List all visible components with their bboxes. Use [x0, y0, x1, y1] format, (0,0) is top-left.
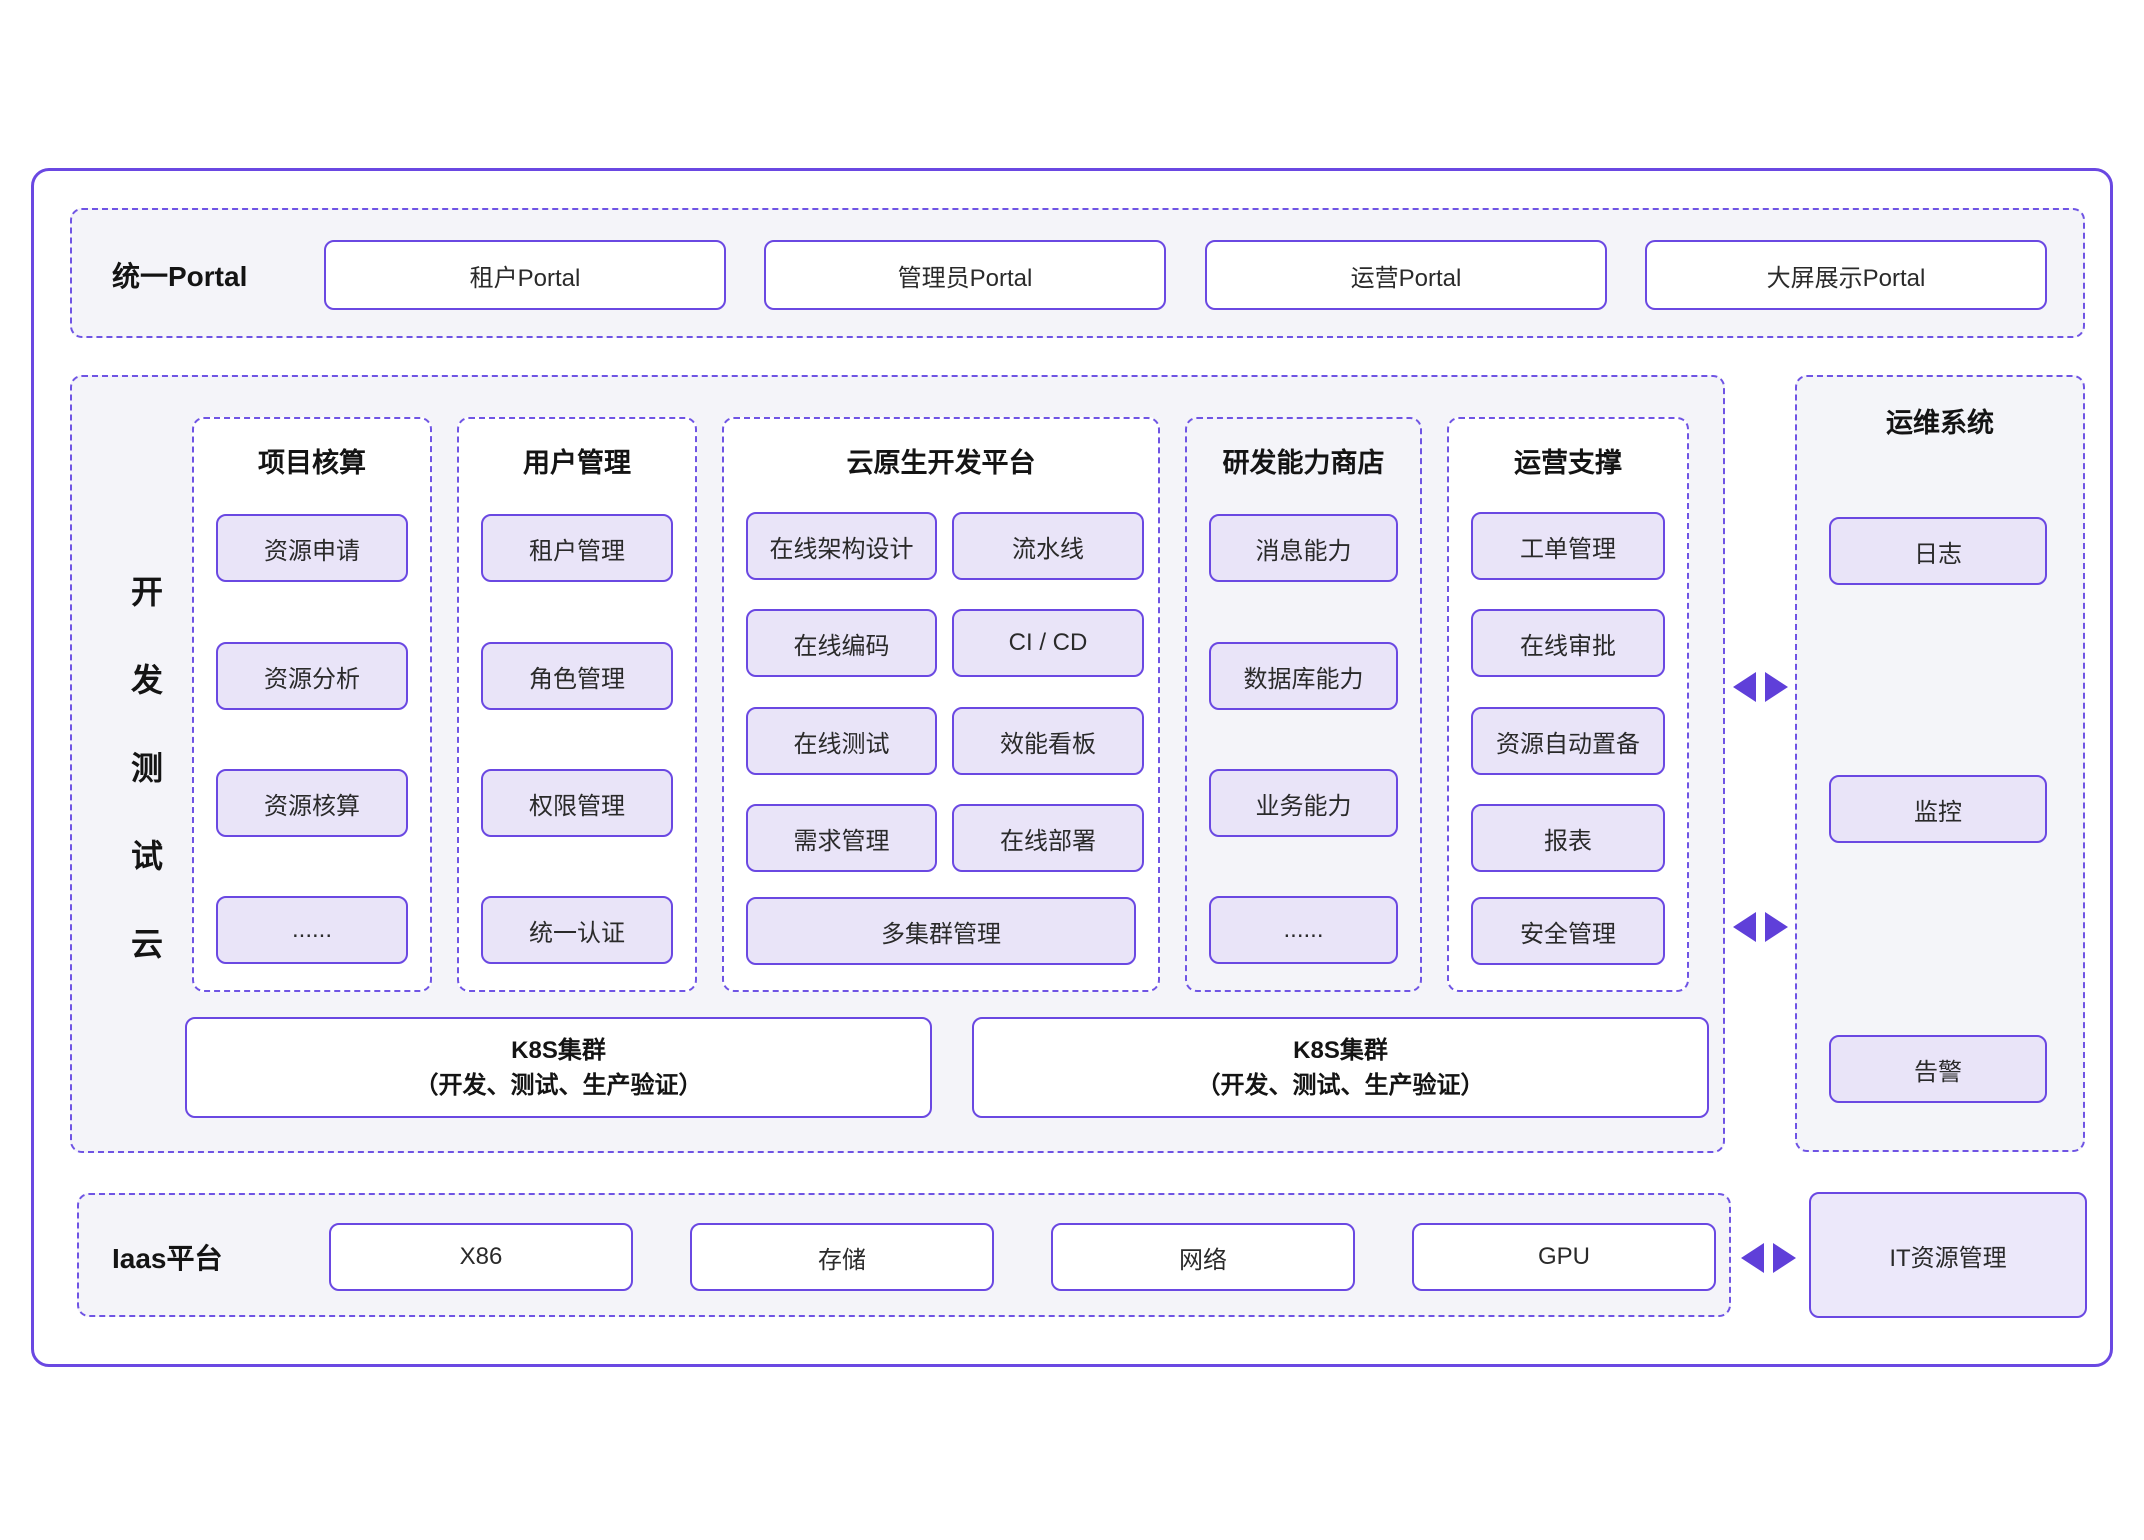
portal-section-label: 统一Portal	[112, 261, 248, 292]
item-box: 多集群管理	[746, 897, 1136, 965]
bidirectional-arrow-icon	[1741, 1243, 1796, 1273]
portal-box-admin: 管理员Portal	[764, 240, 1166, 310]
it-resource-mgmt-box: IT资源管理	[1809, 1192, 2087, 1318]
portal-box-bigscreen: 大屏展示Portal	[1645, 240, 2047, 310]
item-box: 在线测试	[746, 707, 937, 775]
column-title: 云原生开发平台	[846, 448, 1036, 478]
portal-box-tenant: 租户Portal	[324, 240, 726, 310]
left-triangle-icon	[1733, 912, 1756, 942]
item-box: 需求管理	[746, 804, 937, 872]
label-char: 试	[130, 838, 163, 874]
ops-item-alert: 告警	[1829, 1035, 2047, 1103]
portal-section: 统一Portal 租户Portal 管理员Portal 运营Portal 大屏展…	[70, 208, 2085, 338]
k8s-cluster-title: K8S集群	[511, 1036, 606, 1064]
item-box: 安全管理	[1471, 897, 1665, 965]
k8s-cluster-box: K8S集群 （开发、测试、生产验证）	[185, 1017, 932, 1118]
bidirectional-arrow-icon	[1733, 912, 1788, 942]
item-box: 权限管理	[481, 769, 673, 837]
k8s-cluster-subtitle: （开发、测试、生产验证）	[414, 1071, 703, 1099]
column-user-management: 用户管理 租户管理 角色管理 权限管理 统一认证	[457, 417, 697, 992]
right-triangle-icon	[1773, 1243, 1796, 1273]
k8s-cluster-title: K8S集群	[1293, 1036, 1388, 1064]
column-cloud-native-platform: 云原生开发平台 在线架构设计 流水线 在线编码 CI / CD 在线测试 效能看…	[722, 417, 1160, 992]
item-box: 在线编码	[746, 609, 937, 677]
label-char: 开	[130, 574, 163, 610]
iaas-box-x86: X86	[329, 1223, 633, 1291]
item-box: 资源申请	[216, 514, 408, 582]
dev-test-cloud-section: 开 发 测 试 云 项目核算 资源申请 资源分析 资源核算 ...... 用户管…	[70, 375, 1725, 1153]
ops-system-panel: 运维系统 日志 监控 告警	[1795, 375, 2085, 1152]
item-box: 在线审批	[1471, 609, 1665, 677]
bidirectional-arrow-icon	[1733, 672, 1788, 702]
item-box: 流水线	[952, 512, 1144, 580]
label-char: 云	[130, 926, 163, 962]
ops-item-monitor: 监控	[1829, 775, 2047, 843]
ops-item-log: 日志	[1829, 517, 2047, 585]
iaas-box-storage: 存储	[690, 1223, 994, 1291]
column-title: 研发能力商店	[1222, 448, 1385, 478]
iaas-section-label: Iaas平台	[112, 1243, 223, 1274]
item-box: 消息能力	[1209, 514, 1398, 582]
column-title: 运营支撑	[1514, 448, 1622, 478]
item-box: 租户管理	[481, 514, 673, 582]
column-project-accounting: 项目核算 资源申请 资源分析 资源核算 ......	[192, 417, 432, 992]
k8s-cluster-box: K8S集群 （开发、测试、生产验证）	[972, 1017, 1709, 1118]
item-box: 资源核算	[216, 769, 408, 837]
label-char: 发	[130, 662, 163, 698]
item-box: 角色管理	[481, 642, 673, 710]
item-box: 工单管理	[1471, 512, 1665, 580]
item-box: CI / CD	[952, 609, 1144, 677]
item-box: 数据库能力	[1209, 642, 1398, 710]
right-triangle-icon	[1765, 912, 1788, 942]
item-box: ......	[1209, 896, 1398, 964]
dev-test-cloud-label: 开 发 测 试 云	[112, 377, 182, 1155]
item-box: ......	[216, 896, 408, 964]
item-box: 资源分析	[216, 642, 408, 710]
column-title: 用户管理	[523, 448, 631, 478]
left-triangle-icon	[1741, 1243, 1764, 1273]
left-triangle-icon	[1733, 672, 1756, 702]
iaas-section: Iaas平台 X86 存储 网络 GPU	[77, 1193, 1731, 1317]
item-box: 效能看板	[952, 707, 1144, 775]
item-box: 在线部署	[952, 804, 1144, 872]
portal-box-ops: 运营Portal	[1205, 240, 1607, 310]
iaas-box-network: 网络	[1051, 1223, 1355, 1291]
k8s-cluster-subtitle: （开发、测试、生产验证）	[1196, 1071, 1485, 1099]
column-title: 项目核算	[258, 448, 366, 478]
column-capability-store: 研发能力商店 消息能力 数据库能力 业务能力 ......	[1185, 417, 1422, 992]
item-box: 统一认证	[481, 896, 673, 964]
ops-system-title: 运维系统	[1886, 408, 1994, 438]
item-box: 资源自动置备	[1471, 707, 1665, 775]
column-operation-support: 运营支撑 工单管理 在线审批 资源自动置备 报表 安全管理	[1447, 417, 1689, 992]
item-box: 业务能力	[1209, 769, 1398, 837]
right-triangle-icon	[1765, 672, 1788, 702]
item-box: 报表	[1471, 804, 1665, 872]
label-char: 测	[130, 750, 163, 786]
iaas-box-gpu: GPU	[1412, 1223, 1716, 1291]
item-box: 在线架构设计	[746, 512, 937, 580]
